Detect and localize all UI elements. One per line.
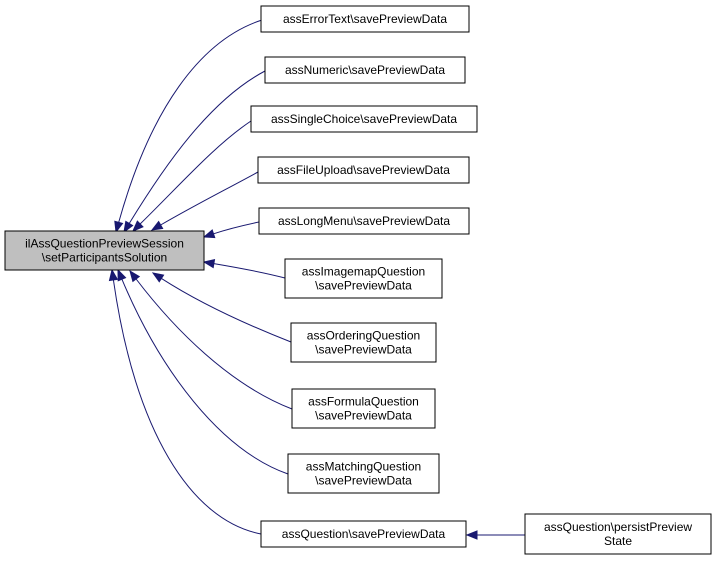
node-label-line: assNumeric\savePreviewData <box>285 63 445 77</box>
node-imagemap[interactable]: assImagemapQuestion\savePreviewData <box>284 258 443 299</box>
node-label-line: assLongMenu\savePreviewData <box>278 214 450 228</box>
node-box <box>260 5 470 33</box>
edge-persist-to-question <box>465 530 525 540</box>
node-label-line: \savePreviewData <box>315 409 412 423</box>
edge-arrowhead <box>108 268 119 282</box>
edge-formula-to-focus <box>129 269 293 410</box>
edges-layer <box>108 19 525 540</box>
edge-line <box>160 171 259 226</box>
edge-numeric-to-focus <box>123 70 266 234</box>
node-box <box>264 56 466 84</box>
node-formula[interactable]: assFormulaQuestion\savePreviewData <box>291 388 436 429</box>
node-label-line: assOrderingQuestion <box>307 329 420 343</box>
edge-arrowhead <box>465 530 478 540</box>
edge-imagemap-to-focus <box>202 259 286 279</box>
edge-line <box>213 263 286 279</box>
edge-line <box>135 278 293 410</box>
edge-question-to-focus <box>108 268 262 535</box>
edge-arrowhead <box>202 259 216 269</box>
node-box <box>250 105 478 133</box>
node-error-text[interactable]: assErrorText\savePreviewData <box>260 5 470 33</box>
edge-line <box>112 279 262 535</box>
edge-line <box>213 221 260 235</box>
node-numeric[interactable]: assNumeric\savePreviewData <box>264 56 466 84</box>
edge-single_choice-to-focus <box>132 120 252 232</box>
edge-line <box>121 279 289 475</box>
node-box <box>524 513 712 555</box>
edge-line <box>128 70 266 224</box>
node-label-line: ilAssQuestionPreviewSession <box>25 237 184 251</box>
nodes-layer: ilAssQuestionPreviewSession\setParticipa… <box>4 5 712 555</box>
edge-arrowhead <box>114 220 124 234</box>
edge-matching-to-focus <box>117 268 289 475</box>
edge-file_upload-to-focus <box>150 171 259 231</box>
node-focus[interactable]: ilAssQuestionPreviewSession\setParticipa… <box>4 230 205 271</box>
node-file-upload[interactable]: assFileUpload\savePreviewData <box>257 156 470 184</box>
edge-arrowhead <box>202 229 216 239</box>
edge-line <box>118 19 263 223</box>
edge-arrowhead <box>117 268 127 282</box>
node-label-line: assQuestion\savePreviewData <box>282 527 446 541</box>
node-label-line: \savePreviewData <box>315 474 412 488</box>
node-box <box>291 388 436 429</box>
node-label-line: \savePreviewData <box>315 343 412 357</box>
node-label-line: assMatchingQuestion <box>306 460 421 474</box>
edge-arrowhead <box>123 220 134 234</box>
edge-arrowhead <box>129 269 141 283</box>
node-box <box>258 207 470 235</box>
node-long-menu[interactable]: assLongMenu\savePreviewData <box>258 207 470 235</box>
node-box <box>287 453 440 494</box>
node-single-choice[interactable]: assSingleChoice\savePreviewData <box>250 105 478 133</box>
edge-arrowhead <box>150 220 164 231</box>
node-question[interactable]: assQuestion\savePreviewData <box>260 520 467 548</box>
edge-arrowhead <box>151 272 165 283</box>
node-box <box>260 520 467 548</box>
edge-error_text-to-focus <box>114 19 263 234</box>
node-box <box>284 258 443 299</box>
edge-arrowhead <box>132 220 144 232</box>
node-label-line: \savePreviewData <box>315 279 412 293</box>
node-box <box>4 230 205 271</box>
node-box <box>290 322 437 363</box>
node-ordering[interactable]: assOrderingQuestion\savePreviewData <box>290 322 437 363</box>
node-label-line: State <box>604 534 632 548</box>
node-matching[interactable]: assMatchingQuestion\savePreviewData <box>287 453 440 494</box>
node-box <box>257 156 470 184</box>
edge-line <box>161 277 292 343</box>
node-label-line: \setParticipantsSolution <box>42 251 167 265</box>
node-label-line: assSingleChoice\savePreviewData <box>271 112 457 126</box>
node-label-line: assImagemapQuestion <box>302 265 425 279</box>
edge-ordering-to-focus <box>151 272 292 343</box>
node-label-line: assErrorText\savePreviewData <box>283 12 447 26</box>
edge-line <box>139 120 252 225</box>
node-label-line: assQuestion\persistPreview <box>544 520 692 534</box>
edge-long_menu-to-focus <box>202 221 260 239</box>
node-label-line: assFormulaQuestion <box>308 395 419 409</box>
node-label-line: assFileUpload\savePreviewData <box>277 163 450 177</box>
